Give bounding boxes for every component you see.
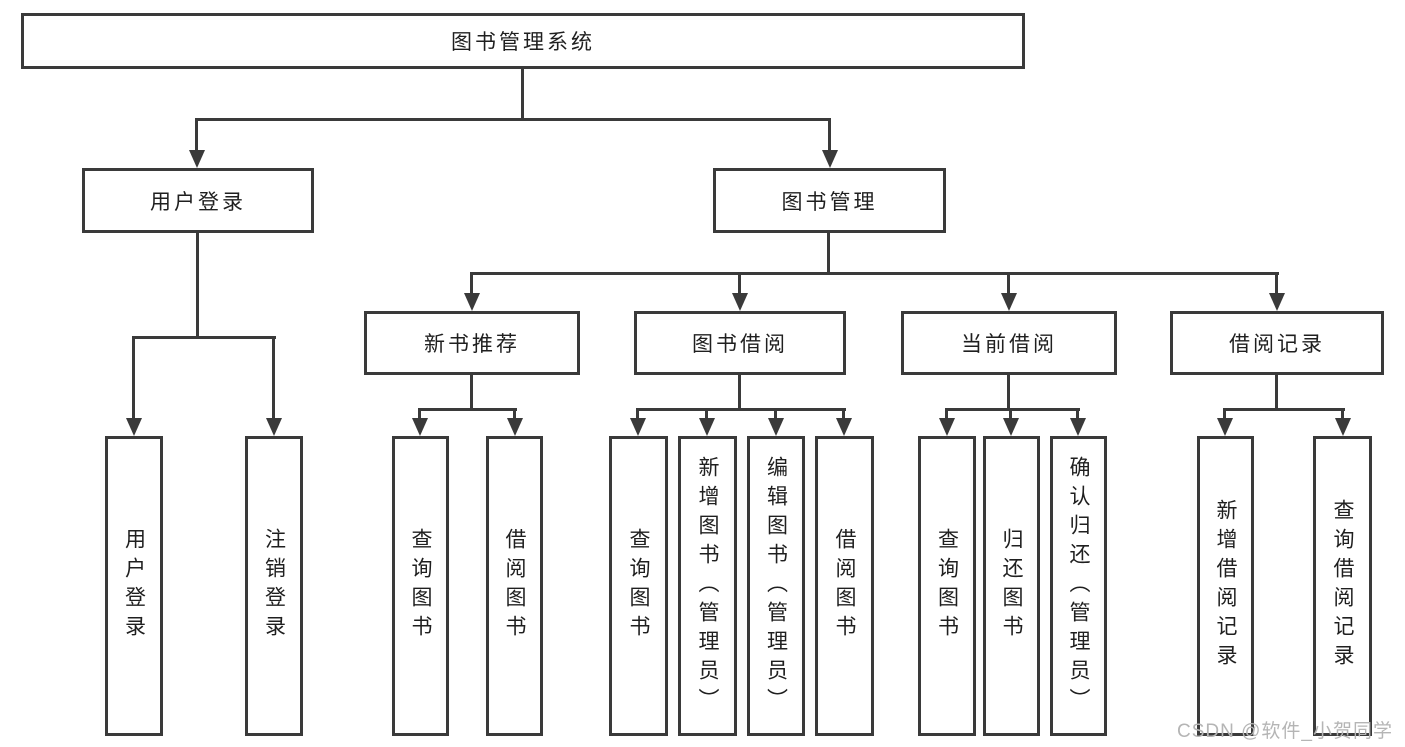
connector-mgmt-drop-1 <box>470 275 473 295</box>
leaf-return-book: 归还图书 <box>983 436 1040 736</box>
arrow-down-icon <box>630 418 646 436</box>
connector-root-bar <box>195 118 831 121</box>
node-new-book-recommend: 新书推荐 <box>364 311 580 375</box>
arrow-down-icon <box>1001 293 1017 311</box>
leaf-label: 确认归还（管理员） <box>1067 455 1090 717</box>
arrow-down-icon <box>699 418 715 436</box>
arrow-down-icon <box>836 418 852 436</box>
leaf-label: 新增图书（管理员） <box>696 455 719 717</box>
leaf-query-books-recommend: 查询图书 <box>392 436 449 736</box>
node-book-borrowing: 图书借阅 <box>634 311 846 375</box>
connector-g3-drop-2 <box>1009 408 1012 421</box>
connector-mgmt-drop-3 <box>1007 275 1010 295</box>
leaf-label: 归还图书 <box>1000 528 1023 644</box>
arrow-down-icon <box>732 293 748 311</box>
arrow-down-icon <box>822 150 838 168</box>
arrow-down-icon <box>1217 418 1233 436</box>
connector-g4-stem <box>1275 375 1278 411</box>
arrow-down-icon <box>1335 418 1351 436</box>
connector-login-drop-1 <box>132 336 135 420</box>
arrow-down-icon <box>1070 418 1086 436</box>
leaf-label: 借阅图书 <box>503 528 526 644</box>
leaf-add-borrow-record: 新增借阅记录 <box>1197 436 1254 736</box>
leaf-confirm-return-admin: 确认归还（管理员） <box>1050 436 1107 736</box>
connector-g1-drop-2 <box>513 408 516 421</box>
watermark-text: CSDN @软件_小贺同学 <box>1177 721 1393 742</box>
leaf-add-book-admin: 新增图书（管理员） <box>678 436 737 736</box>
arrow-down-icon <box>1269 293 1285 311</box>
connector-g3-drop-1 <box>945 408 948 421</box>
connector-g4-drop-1 <box>1223 408 1226 421</box>
arrow-down-icon <box>768 418 784 436</box>
leaf-label: 查询图书 <box>935 528 959 644</box>
connector-g2-drop-2 <box>705 408 708 421</box>
connector-g3-stem <box>1007 375 1010 411</box>
leaf-label: 借阅图书 <box>833 528 856 644</box>
arrow-down-icon <box>126 418 142 436</box>
connector-g3-bar <box>945 408 1080 411</box>
leaf-query-books-borrowing: 查询图书 <box>609 436 668 736</box>
leaf-label: 用户登录 <box>122 528 146 644</box>
connector-mgmt-drop-2 <box>738 275 741 295</box>
connector-g2-drop-1 <box>636 408 639 421</box>
connector-g1-stem <box>470 375 473 411</box>
arrow-down-icon <box>464 293 480 311</box>
connector-mgmt-drop-4 <box>1275 275 1278 295</box>
connector-mgmt-bar <box>470 272 1279 275</box>
connector-root-stem <box>521 69 524 118</box>
arrow-down-icon <box>939 418 955 436</box>
connector-g1-bar <box>418 408 517 411</box>
connector-root-right-drop <box>828 118 831 152</box>
connector-g2-stem <box>738 375 741 411</box>
connector-login-stem <box>196 233 199 338</box>
arrow-down-icon <box>266 418 282 436</box>
leaf-label: 注销登录 <box>262 528 286 644</box>
connector-g2-drop-3 <box>774 408 777 421</box>
connector-g2-bar <box>636 408 846 411</box>
leaf-label: 查询图书 <box>627 528 650 644</box>
leaf-label: 新增借阅记录 <box>1214 499 1237 673</box>
leaf-borrow-books-recommend: 借阅图书 <box>486 436 543 736</box>
leaf-borrow-books-borrowing: 借阅图书 <box>815 436 874 736</box>
leaf-query-books-current: 查询图书 <box>918 436 976 736</box>
leaf-user-login: 用户登录 <box>105 436 163 736</box>
connector-login-bar <box>132 336 276 339</box>
leaf-query-borrow-record: 查询借阅记录 <box>1313 436 1372 736</box>
node-current-borrowing: 当前借阅 <box>901 311 1117 375</box>
arrow-down-icon <box>189 150 205 168</box>
node-user-login: 用户登录 <box>82 168 314 233</box>
leaf-logout: 注销登录 <box>245 436 303 736</box>
arrow-down-icon <box>412 418 428 436</box>
connector-mgmt-stem <box>827 233 830 275</box>
connector-g3-drop-3 <box>1076 408 1079 421</box>
leaf-label: 编辑图书（管理员） <box>764 455 788 717</box>
leaf-edit-book-admin: 编辑图书（管理员） <box>747 436 805 736</box>
arrow-down-icon <box>1003 418 1019 436</box>
node-borrow-records: 借阅记录 <box>1170 311 1384 375</box>
connector-g1-drop-1 <box>418 408 421 421</box>
leaf-label: 查询图书 <box>409 528 432 644</box>
node-library-management-system: 图书管理系统 <box>21 13 1025 69</box>
connector-g2-drop-4 <box>842 408 845 421</box>
connector-g4-bar <box>1223 408 1345 411</box>
connector-login-drop-2 <box>272 336 275 420</box>
leaf-label: 查询借阅记录 <box>1331 499 1354 673</box>
node-book-management: 图书管理 <box>713 168 946 233</box>
connector-g4-drop-2 <box>1341 408 1344 421</box>
arrow-down-icon <box>507 418 523 436</box>
connector-root-left-drop <box>195 118 198 152</box>
